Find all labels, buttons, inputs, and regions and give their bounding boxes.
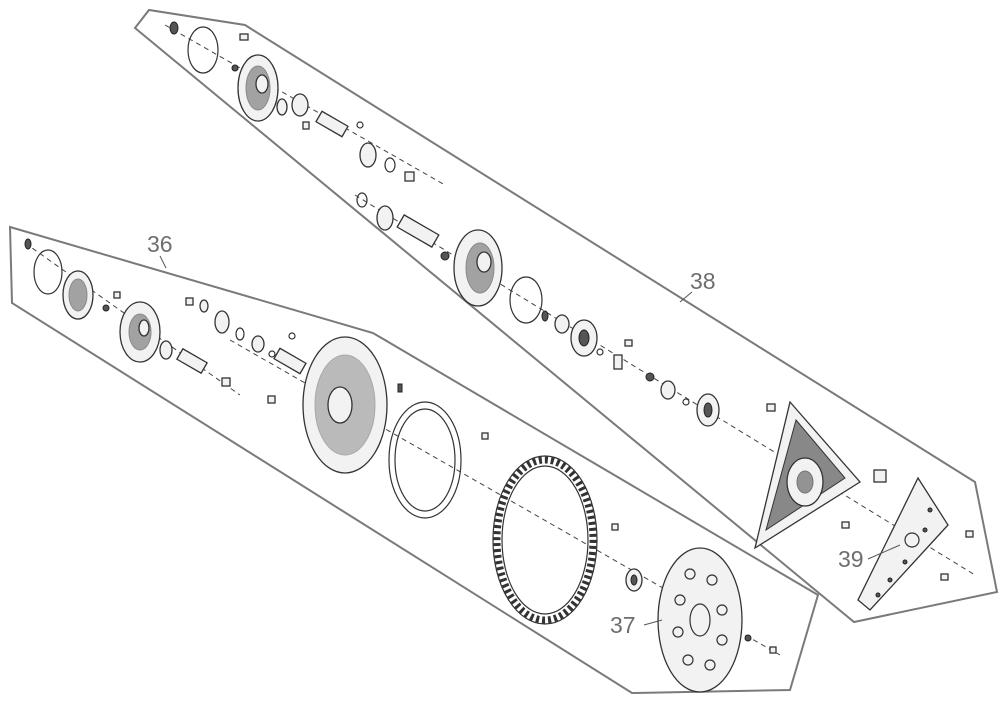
key (397, 383, 403, 393)
screw (113, 291, 121, 299)
spacer (291, 93, 309, 117)
stator-ring (388, 401, 462, 519)
bushing (276, 98, 288, 116)
screw (766, 403, 776, 412)
nut (645, 372, 655, 382)
group-38 (133, 8, 999, 624)
bearing-carrier (570, 319, 598, 357)
triangular-bracket (753, 400, 861, 550)
leader-38 (679, 291, 693, 303)
mounting-plate (857, 476, 949, 611)
washer (356, 121, 364, 129)
screw (940, 573, 949, 581)
spacer (159, 340, 173, 360)
gear (214, 310, 230, 334)
screw (302, 121, 310, 130)
bearing (554, 314, 570, 334)
washer (24, 238, 32, 250)
cover-plate (62, 270, 94, 320)
group-36 (8, 225, 820, 695)
shaft (315, 110, 349, 138)
callout-39: 39 (838, 546, 864, 572)
spacer-sleeve (873, 469, 887, 483)
circlip (356, 192, 368, 208)
circlip (235, 327, 245, 341)
toothed-rotor-ring (492, 455, 598, 625)
circlip (384, 157, 396, 173)
o-ring (509, 276, 543, 324)
o-ring (187, 26, 219, 74)
washer (231, 64, 239, 72)
screw (267, 395, 276, 404)
bearing (660, 380, 676, 400)
key (613, 354, 623, 370)
gear (376, 205, 394, 231)
group-38-frame (133, 8, 999, 624)
shaft (175, 347, 209, 375)
bearing (251, 335, 265, 353)
gear (359, 142, 377, 168)
hub-nut (625, 568, 643, 592)
callout-36: 36 (147, 231, 173, 257)
screw (239, 33, 249, 41)
gear-housing (237, 54, 279, 122)
washer (596, 348, 604, 356)
bushing (221, 377, 231, 387)
screw (481, 432, 489, 440)
callout-37: 37 (610, 612, 636, 638)
washer (440, 251, 450, 261)
screw (611, 523, 619, 531)
bushing (404, 171, 415, 182)
washer (169, 21, 179, 35)
callout-38: 38 (690, 268, 716, 294)
motor-housing (302, 336, 388, 474)
group-36-frame (8, 225, 820, 695)
washer (744, 634, 752, 642)
seal (541, 310, 549, 322)
main-housing (453, 229, 503, 307)
leader-39 (867, 544, 901, 560)
flange-hub (696, 393, 720, 427)
drive-shaft (396, 214, 440, 248)
leader-37 (643, 619, 663, 626)
washer (288, 332, 296, 340)
screw (769, 646, 777, 654)
screw (185, 297, 194, 306)
gear-housing (119, 301, 161, 363)
screw (965, 530, 974, 538)
screw (624, 339, 633, 347)
axis-36-a (24, 242, 241, 396)
screw (841, 521, 850, 529)
leader-36 (159, 255, 167, 269)
bushing (199, 299, 209, 313)
washer (268, 350, 276, 358)
o-ring (33, 249, 63, 295)
washer (682, 398, 690, 406)
shaft (273, 347, 307, 375)
rotor-disc (657, 547, 743, 693)
washer (102, 304, 110, 312)
